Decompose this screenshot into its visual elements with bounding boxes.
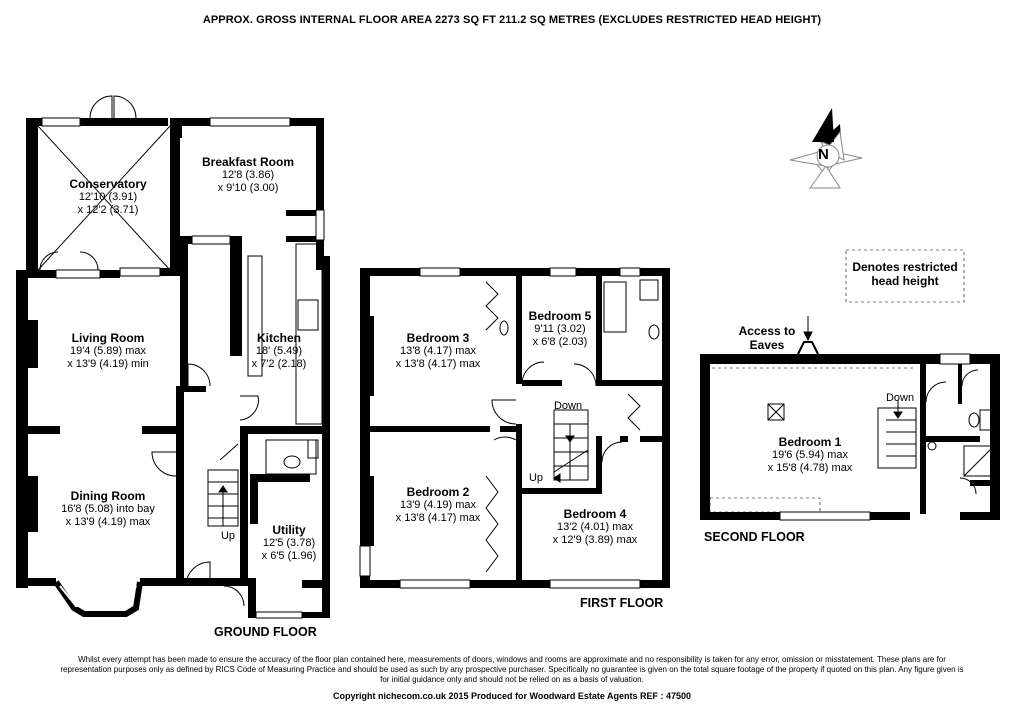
second-floor-title: SECOND FLOOR: [704, 530, 805, 544]
room-kitchen: Kitchen 18' (5.49) x 7'2 (2.18): [244, 332, 314, 371]
access-to-eaves-label: Access to Eaves: [738, 324, 796, 352]
room-dimension: x 9'10 (3.00): [217, 182, 279, 194]
disclaimer-text: Whilst every attempt has been made to en…: [60, 655, 964, 684]
room-dimension: 9'11 (3.02): [534, 323, 586, 335]
room-dining: Dining Room 16'8 (5.08) into bay x 13'9 …: [40, 490, 176, 529]
room-dimension: 16'8 (5.08) into bay: [61, 503, 155, 515]
room-dimension: x 6'5 (1.96): [261, 550, 317, 562]
walls: [16, 118, 1000, 618]
room-dimension: 12'8 (3.86): [221, 169, 275, 181]
footer-credits: Copyright nichecom.co.uk 2015 Produced f…: [332, 691, 692, 701]
room-dimension: x 15'8 (4.78) max: [767, 462, 853, 474]
compass-icon: [789, 108, 863, 189]
room-dimension: 18' (5.49): [255, 345, 303, 357]
first-floor-title: FIRST FLOOR: [580, 596, 664, 610]
room-name: Kitchen: [256, 331, 301, 345]
room-name: Bedroom 4: [563, 507, 627, 521]
restricted-head-height-legend: Denotes restricted head height: [852, 260, 958, 288]
room-dimension: x 6'8 (2.03): [532, 336, 588, 348]
room-bedroom-1: Bedroom 1 19'6 (5.94) max x 15'8 (4.78) …: [740, 436, 880, 475]
room-dimension: 12'10 (3.91): [78, 191, 138, 203]
room-dimension: 13'2 (4.01) max: [556, 521, 634, 533]
room-dimension: 13'9 (4.19) max: [399, 499, 477, 511]
room-name: Dining Room: [70, 489, 146, 503]
room-living: Living Room 19'4 (5.89) max x 13'9 (4.19…: [44, 332, 172, 371]
room-conservatory: Conservatory 12'10 (3.91) x 12'2 (3.71): [44, 178, 172, 217]
room-dimension: x 13'8 (4.17) max: [395, 358, 481, 370]
room-name: Bedroom 3: [406, 331, 470, 345]
compass-letter: N: [818, 146, 829, 163]
room-bedroom-5: Bedroom 5 9'11 (3.02) x 6'8 (2.03): [524, 310, 596, 349]
room-dimension: x 7'2 (2.18): [251, 358, 307, 370]
room-dimension: 19'4 (5.89) max: [69, 345, 147, 357]
room-dimension: 13'8 (4.17) max: [399, 345, 477, 357]
room-breakfast: Breakfast Room 12'8 (3.86) x 9'10 (3.00): [190, 156, 306, 195]
room-dimension: x 13'9 (4.19) max: [65, 516, 151, 528]
stairs-down-label: Down: [885, 392, 915, 404]
stairs-down-label: Down: [553, 400, 583, 412]
room-dimension: 19'6 (5.94) max: [771, 449, 849, 461]
room-name: Breakfast Room: [201, 155, 295, 169]
stairs-up-label: Up: [528, 472, 544, 484]
room-utility: Utility 12'5 (3.78) x 6'5 (1.96): [256, 524, 322, 563]
ground-floor-title: GROUND FLOOR: [214, 625, 317, 639]
room-dimension: x 13'8 (4.17) max: [395, 512, 481, 524]
room-name: Bedroom 5: [528, 309, 592, 323]
room-bedroom-3: Bedroom 3 13'8 (4.17) max x 13'8 (4.17) …: [376, 332, 500, 371]
room-name: Bedroom 2: [406, 485, 470, 499]
room-bedroom-2: Bedroom 2 13'9 (4.19) max x 13'8 (4.17) …: [376, 486, 500, 525]
room-name: Utility: [272, 523, 306, 537]
stairs-up-label: Up: [220, 530, 236, 542]
room-dimension: x 13'9 (4.19) min: [67, 358, 149, 370]
room-name: Living Room: [71, 331, 145, 345]
room-bedroom-4: Bedroom 4 13'2 (4.01) max x 12'9 (3.89) …: [530, 508, 660, 547]
room-name: Conservatory: [69, 177, 147, 191]
room-dimension: x 12'2 (3.71): [77, 204, 139, 216]
room-dimension: x 12'9 (3.89) max: [552, 534, 638, 546]
room-dimension: 12'5 (3.78): [262, 537, 316, 549]
wall: [26, 118, 38, 278]
room-name: Bedroom 1: [778, 435, 842, 449]
floor-area-header: APPROX. GROSS INTERNAL FLOOR AREA 2273 S…: [202, 14, 822, 26]
